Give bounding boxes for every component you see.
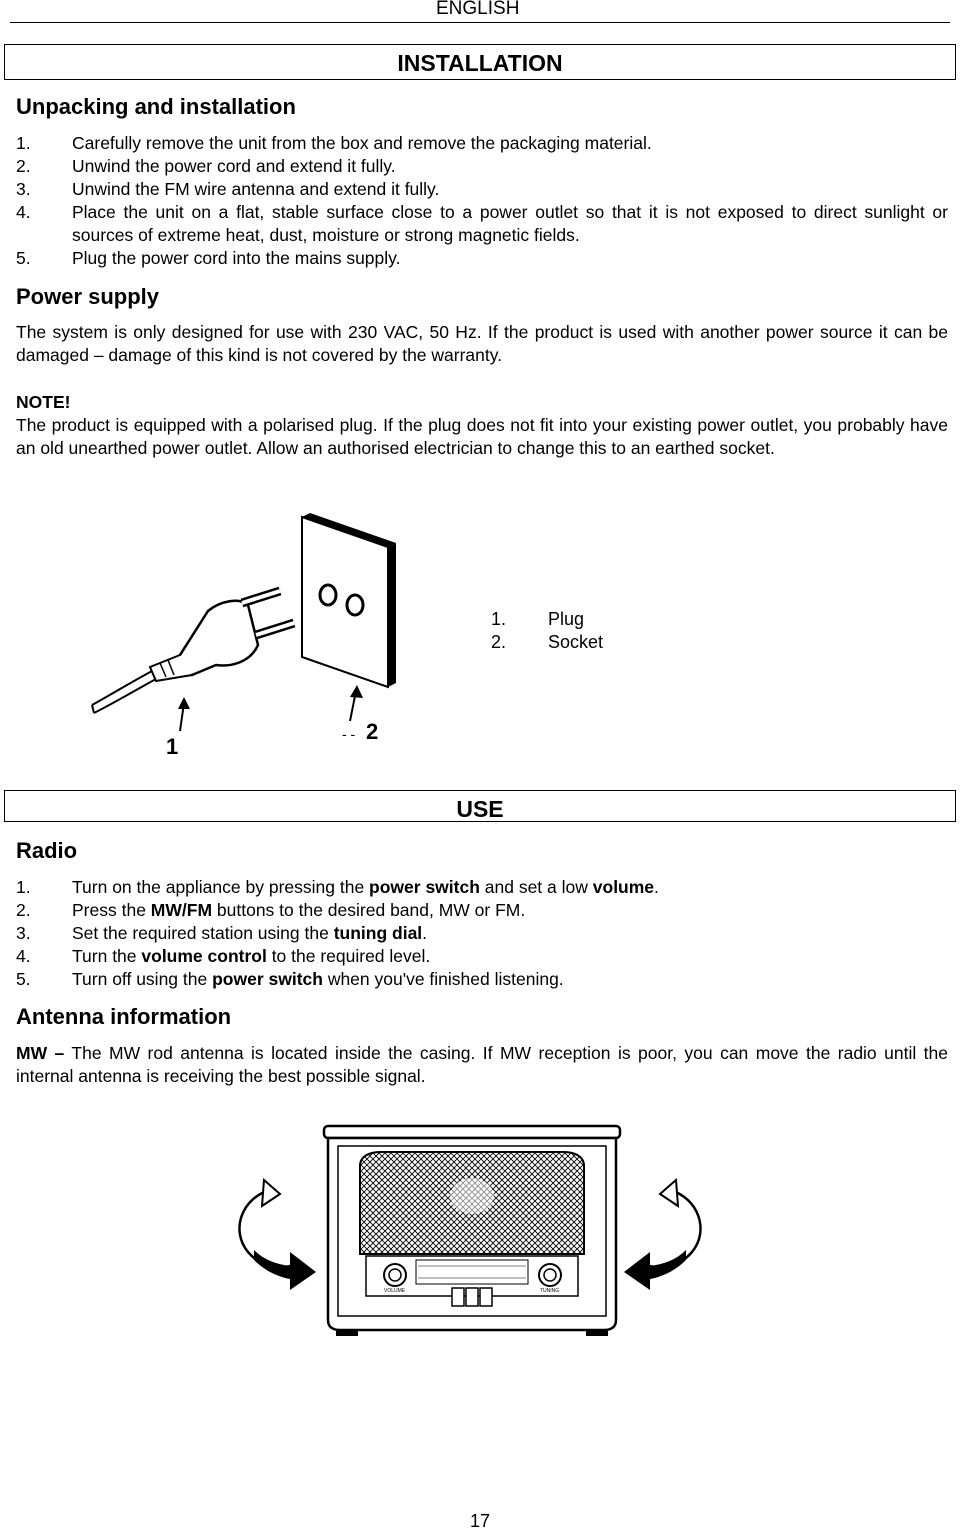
use-steps: 1.Turn on the appliance by pressing the …: [16, 876, 948, 991]
figure-legend: 1. Plug 2. Socket: [491, 608, 603, 654]
tuning-scale: [415, 1259, 529, 1285]
installation-steps: 1. Carefully remove the unit from the box…: [16, 132, 948, 270]
tuning-label: TUNING: [540, 1288, 559, 1294]
use-section-box: USE: [4, 790, 956, 822]
callout-1-label: 1: [166, 734, 178, 759]
plug-body-icon: [177, 599, 260, 677]
band-button-icon: [451, 1287, 465, 1307]
radio-heading: Radio: [16, 838, 78, 863]
legend-item: 1. Plug: [491, 608, 603, 631]
list-item: 3. Unwind the FM wire antenna and extend …: [16, 178, 948, 201]
radio-foot: [336, 1330, 358, 1336]
legend-text: Socket: [548, 632, 604, 652]
step-text: Carefully remove the unit from the box a…: [72, 133, 652, 153]
step-text: Unwind the power cord and extend it full…: [72, 156, 396, 176]
legend-text: Plug: [548, 609, 585, 629]
use-title: USE: [456, 796, 504, 822]
legend-item: 2. Socket: [491, 631, 603, 654]
antenna-heading: Antenna information: [16, 1004, 232, 1029]
list-item: 3.Set the required station using the tun…: [16, 923, 428, 943]
mw-paragraph: MW – The MW rod antenna is located insid…: [16, 1042, 948, 1088]
language-label: ENGLISH: [436, 0, 520, 19]
list-item: 5. Plug the power cord into the mains sup…: [16, 247, 948, 270]
tuning-knob-icon: [538, 1263, 562, 1287]
list-item: 4. Place the unit on a flat, stable surfa…: [16, 201, 948, 247]
header-rule: [10, 22, 950, 23]
step-text: Place the unit on a flat, stable surface…: [72, 202, 948, 245]
legend-number: 1.: [491, 609, 507, 629]
list-item: 2.Press the MW/FM buttons to the desired…: [16, 900, 526, 920]
installation-section-box: INSTALLATION: [4, 44, 956, 80]
list-item: 5.Turn off using the power switch when y…: [16, 969, 564, 989]
socket-hole-icon: [345, 593, 365, 617]
step-number: 5.: [16, 248, 31, 268]
plug-socket-illustration: 1 - - 2: [91, 513, 396, 759]
list-item: 1. Carefully remove the unit from the box…: [16, 132, 948, 155]
step-number: 4.: [16, 946, 31, 966]
radio-top-trim: [322, 1124, 622, 1140]
radio-foot: [586, 1330, 608, 1336]
step-number: 3.: [16, 179, 31, 199]
unpacking-heading: Unpacking and installation: [16, 94, 296, 119]
installation-title: INSTALLATION: [397, 50, 563, 76]
note-label: NOTE!: [16, 392, 71, 412]
socket-hole-icon: [318, 583, 338, 607]
step-number: 5.: [16, 969, 31, 989]
mw-text: The MW rod antenna is located inside the…: [16, 1043, 948, 1086]
step-text: Plug the power cord into the mains suppl…: [72, 248, 401, 268]
step-number: 4.: [16, 202, 31, 222]
band-button-icon: [479, 1287, 493, 1307]
step-number: 2.: [16, 156, 31, 176]
plug-cord-icon: [91, 670, 153, 706]
list-item: 1.Turn on the appliance by pressing the …: [16, 877, 659, 897]
step-number: 1.: [16, 133, 31, 153]
socket-plate-side-edge: [388, 543, 396, 687]
legend-number: 2.: [491, 632, 507, 652]
list-item: 2. Unwind the power cord and extend it fu…: [16, 155, 948, 178]
volume-label: VOLUME: [384, 1288, 406, 1294]
power-supply-heading: Power supply: [16, 284, 160, 309]
radio-illustration: VOLUME TUNING: [238, 1124, 702, 1336]
volume-knob-icon: [383, 1263, 407, 1287]
mw-label: MW –: [16, 1043, 65, 1063]
step-number: 3.: [16, 923, 31, 943]
socket-plate-top-edge: [302, 513, 396, 547]
band-button-icon: [465, 1287, 479, 1307]
callout-2-label: 2: [366, 719, 378, 744]
list-item: 4.Turn the volume control to the require…: [16, 946, 431, 966]
step-number: 1.: [16, 877, 31, 897]
note-text: The product is equipped with a polarised…: [16, 415, 948, 458]
step-text: Unwind the FM wire antenna and extend it…: [72, 179, 440, 199]
svg-text:- -: - -: [342, 726, 356, 742]
power-supply-text: The system is only designed for use with…: [16, 322, 948, 365]
page-number: 17: [470, 1511, 491, 1531]
step-number: 2.: [16, 900, 31, 920]
